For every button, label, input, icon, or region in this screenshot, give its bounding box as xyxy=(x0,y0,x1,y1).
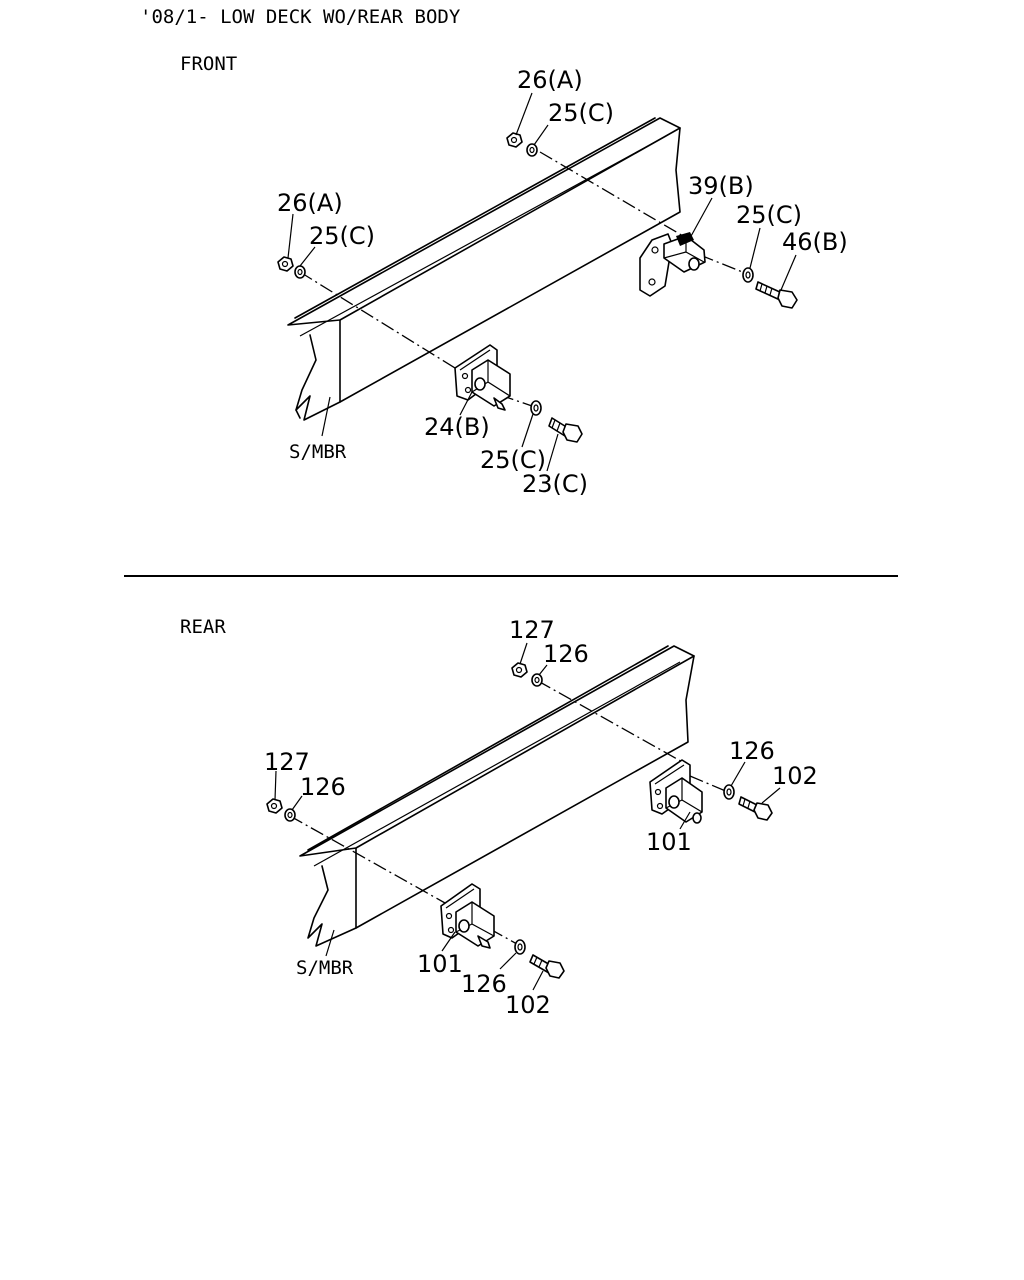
front-callout-washer-left: 25(C) xyxy=(309,222,375,250)
front-callout-bolt-right: 46(B) xyxy=(782,228,848,256)
rear-axis-upper xyxy=(537,680,687,765)
rear-callout-nut-top: 127 xyxy=(509,616,555,644)
rear-callout-washer-right: 126 xyxy=(729,737,775,765)
rear-callout-bracket-right: 101 xyxy=(646,828,692,856)
front-nut-top-icon xyxy=(506,132,523,148)
rear-nut-top-icon xyxy=(511,662,528,678)
front-washer-left-icon xyxy=(294,265,306,279)
rear-callout-washer-lower: 126 xyxy=(461,970,507,998)
front-section-label: FRONT xyxy=(180,53,237,75)
front-callout-nut-left: 26(A) xyxy=(277,189,343,217)
front-callout-washer-right: 25(C) xyxy=(736,201,802,229)
rear-washer-top-icon xyxy=(531,673,543,687)
rear-callout-bolt-lower: 102 xyxy=(505,991,551,1019)
front-section: FRONT xyxy=(180,53,848,498)
front-callout-washer-lower: 25(C) xyxy=(480,446,546,474)
rear-washer-right-icon xyxy=(723,784,735,800)
front-washer-top-icon xyxy=(526,143,538,157)
rear-callout-washer-top: 126 xyxy=(543,640,589,668)
front-washer-lower-icon xyxy=(530,400,542,416)
diagram-title: '08/1- LOW DECK WO/REAR BODY xyxy=(140,6,461,28)
rear-bolt-right-icon xyxy=(738,796,773,821)
rear-axis-lower xyxy=(289,815,446,904)
rear-callout-nut-left: 127 xyxy=(264,748,310,776)
rear-bracket-right-icon xyxy=(649,759,703,824)
front-member-label: S/MBR xyxy=(289,441,347,463)
rear-side-member-rail xyxy=(299,645,695,947)
rear-bracket-lower-icon xyxy=(440,883,495,949)
rear-nut-left-icon xyxy=(266,798,283,814)
rear-member-label: S/MBR xyxy=(296,957,354,979)
front-bracket-lower-icon xyxy=(454,344,511,411)
rear-section: REAR xyxy=(180,616,818,1019)
front-nut-left-icon xyxy=(277,256,294,272)
front-bracket-right-icon xyxy=(639,232,706,297)
front-axis-upper xyxy=(539,151,696,244)
rear-callout-bracket-lower: 101 xyxy=(417,950,463,978)
front-bolt-lower-icon xyxy=(548,417,583,443)
front-callout-washer-top: 25(C) xyxy=(548,99,614,127)
front-side-member-rail xyxy=(287,117,681,421)
front-callout-bracket-lower: 24(B) xyxy=(424,413,490,441)
front-callout-nut-top: 26(A) xyxy=(517,66,583,94)
front-callout-bracket-right: 39(B) xyxy=(688,172,754,200)
rear-callout-bolt-right: 102 xyxy=(772,762,818,790)
rear-washer-lower-icon xyxy=(514,939,526,955)
front-axis-lower xyxy=(299,271,456,369)
rear-callout-washer-left: 126 xyxy=(300,773,346,801)
rear-section-label: REAR xyxy=(180,616,226,638)
rear-washer-left-icon xyxy=(284,808,296,822)
front-callout-bolt-lower: 23(C) xyxy=(522,470,588,498)
rear-bolt-lower-icon xyxy=(529,954,565,979)
front-bolt-right-icon xyxy=(755,281,798,309)
front-washer-right-icon xyxy=(742,267,754,283)
